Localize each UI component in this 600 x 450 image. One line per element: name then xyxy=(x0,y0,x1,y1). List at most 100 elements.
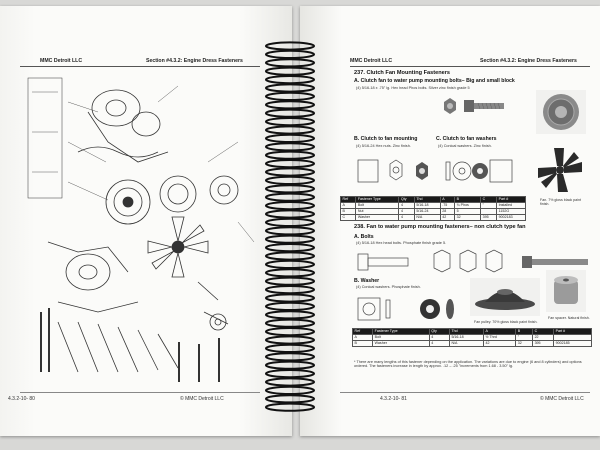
spiral-coil xyxy=(265,159,315,169)
table-cell: 4 xyxy=(398,214,415,221)
table-237: Ref Fastener Type Qty Thd A B C Part # A… xyxy=(339,196,526,221)
left-page: MMC Detroit LLC Section #4.3.2: Engine D… xyxy=(0,6,292,436)
bolt-drawings-238 xyxy=(357,249,588,273)
sub-238b-note: (4) Conical washers. Phosphate finish. xyxy=(356,285,421,289)
washer-drawings-238 xyxy=(357,297,454,321)
spiral-coil xyxy=(265,108,315,118)
fan-caption: Fan. 7% gloss black paint finish. xyxy=(540,198,581,206)
right-page: MMC Detroit LLC Section #4.3.2: Engine D… xyxy=(300,6,600,436)
nut-washer-drawings xyxy=(357,159,513,183)
sub-b-note: (4) 5/16-24 Hex nuts. Zinc finish. xyxy=(356,144,411,148)
spiral-coil xyxy=(265,268,315,278)
spiral-coil xyxy=(265,217,315,227)
sub-238b-title: B. Washer xyxy=(354,278,380,284)
table-237-header: Ref Fastener Type Qty Thd A B C Part # xyxy=(339,196,526,203)
spiral-coil xyxy=(265,251,315,261)
spiral-coil xyxy=(265,58,315,68)
spiral-coil xyxy=(265,327,315,337)
table-cell: 42 xyxy=(439,214,456,221)
right-header-company: MMC Detroit LLC xyxy=(350,58,393,64)
spiral-coil xyxy=(265,209,315,219)
table-row: B Washer 4 N/A 42 32 395 9002185 xyxy=(351,340,592,347)
sub-238a-note: (4) 5/16-18 Hex head bolts. Phosphate fi… xyxy=(356,241,447,245)
spiral-coil xyxy=(265,369,315,379)
spiral-coil xyxy=(265,276,315,286)
spiral-coil xyxy=(265,335,315,345)
table-cell: 32 xyxy=(454,214,482,221)
table-cell: 32 xyxy=(515,340,534,347)
spiral-coil xyxy=(265,91,315,102)
spiral-coil xyxy=(265,175,315,185)
sub-a-title: A. Clutch fan to water pump mounting bol… xyxy=(354,78,515,84)
pulley-caption: Fan pulley. 70% gloss black paint finish… xyxy=(474,320,538,324)
spiral-coil xyxy=(265,66,315,76)
open-manual: MMC Detroit LLC Section #4.3.2: Engine D… xyxy=(0,6,600,438)
left-footer-copyright: © MMC Detroit LLC xyxy=(180,396,224,402)
spiral-coil xyxy=(265,150,315,160)
exploded-engine-diagram xyxy=(27,77,255,382)
spiral-coil xyxy=(265,310,315,320)
table-cell: 9002185 xyxy=(553,340,592,347)
left-header-section: Section #4.3.2: Engine Dress Fasteners xyxy=(146,58,243,64)
table-cell: 4 xyxy=(428,340,450,347)
table-cell: Washer xyxy=(372,340,430,347)
spiral-coil xyxy=(265,41,315,51)
spiral-coil xyxy=(265,293,315,303)
table-cell: C xyxy=(339,214,357,221)
length-footnote: * There are many lengths of this fastene… xyxy=(354,360,582,369)
section-238-title: 238. Fan to water pump mounting fastener… xyxy=(354,224,526,230)
spiral-coil xyxy=(265,49,315,59)
spiral-coil xyxy=(265,377,315,387)
spiral-coil xyxy=(265,402,315,412)
spiral-coil xyxy=(265,192,315,202)
left-header-rule xyxy=(20,66,260,67)
spiral-coil xyxy=(265,83,315,93)
left-footer-rule xyxy=(20,392,260,393)
spiral-coil xyxy=(265,243,315,253)
right-header-rule xyxy=(350,66,590,67)
section-237-title: 237. Clutch Fan Mounting Fasteners xyxy=(354,70,451,76)
sub-238a-title: A. Bolts xyxy=(354,234,374,240)
spiral-coil xyxy=(265,318,315,328)
spiral-coil xyxy=(265,285,315,295)
sub-a-note: (4) 5/16-18 x .75" lg. Hex head Phos bol… xyxy=(356,86,470,90)
clutch-photo xyxy=(536,90,586,134)
table-238: Ref Fastener Type Qty Thd A B C Part # A… xyxy=(351,328,592,347)
table-cell: B xyxy=(351,340,374,347)
table-cell: Washer xyxy=(355,214,400,221)
sub-b-title: B. Clutch to fan mounting xyxy=(354,136,418,142)
right-footer-copyright: © MMC Detroit LLC xyxy=(540,396,584,402)
left-footer-page: 4.3.2-10- 80 xyxy=(8,396,35,402)
table-cell: N/A xyxy=(413,214,441,221)
spiral-coil xyxy=(265,352,315,362)
table-row: C Washer 4 N/A 42 32 395 9002183 xyxy=(339,214,526,221)
right-footer-page: 4.3.2-10- 81 xyxy=(380,396,407,402)
spiral-coil xyxy=(265,201,315,211)
spiral-coil xyxy=(265,360,315,370)
spiral-coil xyxy=(265,385,315,395)
right-footer-rule xyxy=(340,392,590,393)
right-header-section: Section #4.3.2: Engine Dress Fasteners xyxy=(480,58,577,64)
spiral-coil xyxy=(265,259,315,269)
table-cell: 395 xyxy=(532,340,555,347)
clutch-bolt-drawings xyxy=(444,98,504,114)
spiral-coil xyxy=(265,226,315,236)
table-cell: 9002183 xyxy=(496,214,526,221)
spiral-coil xyxy=(265,75,315,85)
spiral-coil xyxy=(265,100,315,110)
spiral-coil xyxy=(265,234,315,244)
table-cell: 42 xyxy=(483,340,517,347)
sub-c-note: (4) Conical washers. Zinc finish. xyxy=(438,144,492,148)
sub-c-title: C. Clutch to fan washers xyxy=(436,136,497,142)
spiral-coil xyxy=(265,125,315,135)
spiral-binding xyxy=(265,41,315,412)
spacer-caption: Fan spacer. Natural finish. xyxy=(548,316,590,320)
spiral-coil xyxy=(265,343,315,353)
pulley-photo xyxy=(470,278,540,316)
left-header-company: MMC Detroit LLC xyxy=(40,58,83,64)
spiral-coil xyxy=(265,117,315,127)
spiral-coil xyxy=(265,133,315,144)
table-cell: N/A xyxy=(448,340,485,347)
spiral-coil xyxy=(265,184,315,194)
spacer-photo xyxy=(546,270,586,312)
